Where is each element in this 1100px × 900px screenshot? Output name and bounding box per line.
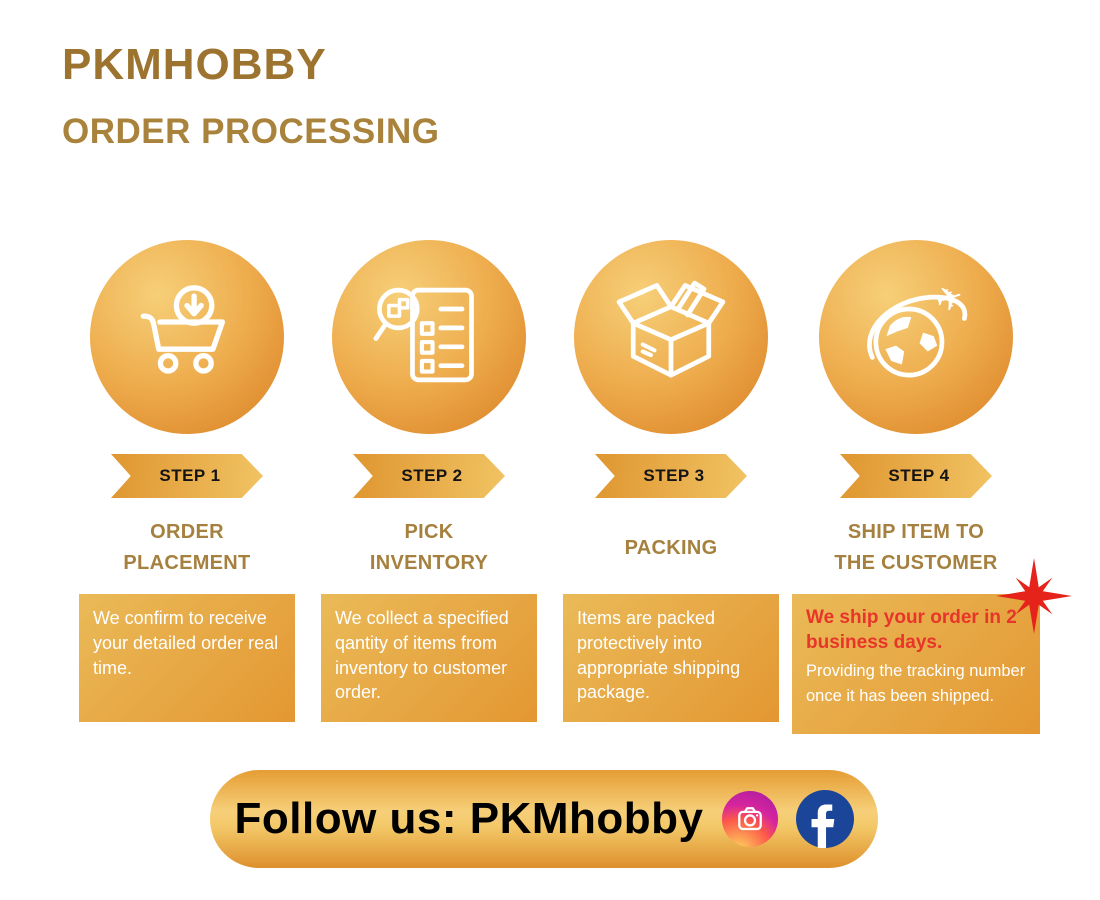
step-title: PACKING [624, 536, 718, 559]
svg-text:✈: ✈ [930, 276, 968, 321]
brand-title: PKMHOBBY [62, 40, 327, 89]
step-title: SHIP ITEM TO THE CUSTOMER [834, 521, 998, 574]
step-badge: STEP 3 [595, 454, 747, 498]
step-icon-circle [332, 240, 526, 434]
step-description-box: We ship your order in 2 business days. P… [792, 558, 1072, 734]
step-description-box: Items are packed protectively into appro… [563, 594, 779, 722]
step-badge: STEP 4 [840, 454, 992, 498]
step-icon-circle [574, 240, 768, 434]
open-box-icon [612, 276, 730, 399]
step-badge: STEP 1 [111, 454, 263, 498]
step-description: Providing the tracking number once it ha… [806, 662, 1026, 706]
facebook-icon[interactable] [795, 790, 854, 848]
step-icon-circle [90, 240, 284, 434]
step-column-2: STEP 2 PICK INVENTORY We collect a speci… [308, 240, 550, 734]
step-description: We collect a specified qantity of items … [335, 608, 509, 703]
step-column-1: STEP 1 ORDER PLACEMENT We confirm to rec… [66, 240, 308, 734]
page-title: ORDER PROCESSING [62, 112, 440, 151]
cart-download-icon [128, 276, 246, 399]
step-description: Items are packed protectively into appro… [577, 608, 741, 703]
step-badge-label: STEP 1 [159, 466, 221, 485]
follow-label: Follow us: PKMhobby [234, 794, 704, 843]
step-column-4: ✈ STEP 4 SHIP ITEM TO THE CUSTOMER We sh… [792, 240, 1072, 734]
step-icon-circle: ✈ [819, 240, 1013, 434]
step-badge-label: STEP 2 [401, 466, 463, 485]
follow-banner: Follow us: PKMhobby [210, 770, 878, 868]
instagram-icon[interactable] [721, 791, 778, 847]
inventory-checklist-icon [370, 276, 488, 399]
step-description: We confirm to receive your detailed orde… [93, 608, 279, 678]
step-description-highlight: We ship your order in 2 business days. [806, 607, 1017, 653]
steps-row: STEP 1 ORDER PLACEMENT We confirm to rec… [66, 240, 1072, 734]
step-badge-label: STEP 4 [888, 466, 950, 485]
step-column-3: STEP 3 PACKING Items are packed protecti… [550, 240, 792, 734]
step-title: ORDER PLACEMENT [123, 521, 251, 574]
step-badge-label: STEP 3 [643, 466, 705, 485]
globe-plane-icon: ✈ [857, 275, 975, 399]
step-description-box: We confirm to receive your detailed orde… [79, 594, 295, 722]
step-badge: STEP 2 [353, 454, 505, 498]
step-description-box: We collect a specified qantity of items … [321, 594, 537, 722]
step-title: PICK INVENTORY [369, 521, 489, 574]
